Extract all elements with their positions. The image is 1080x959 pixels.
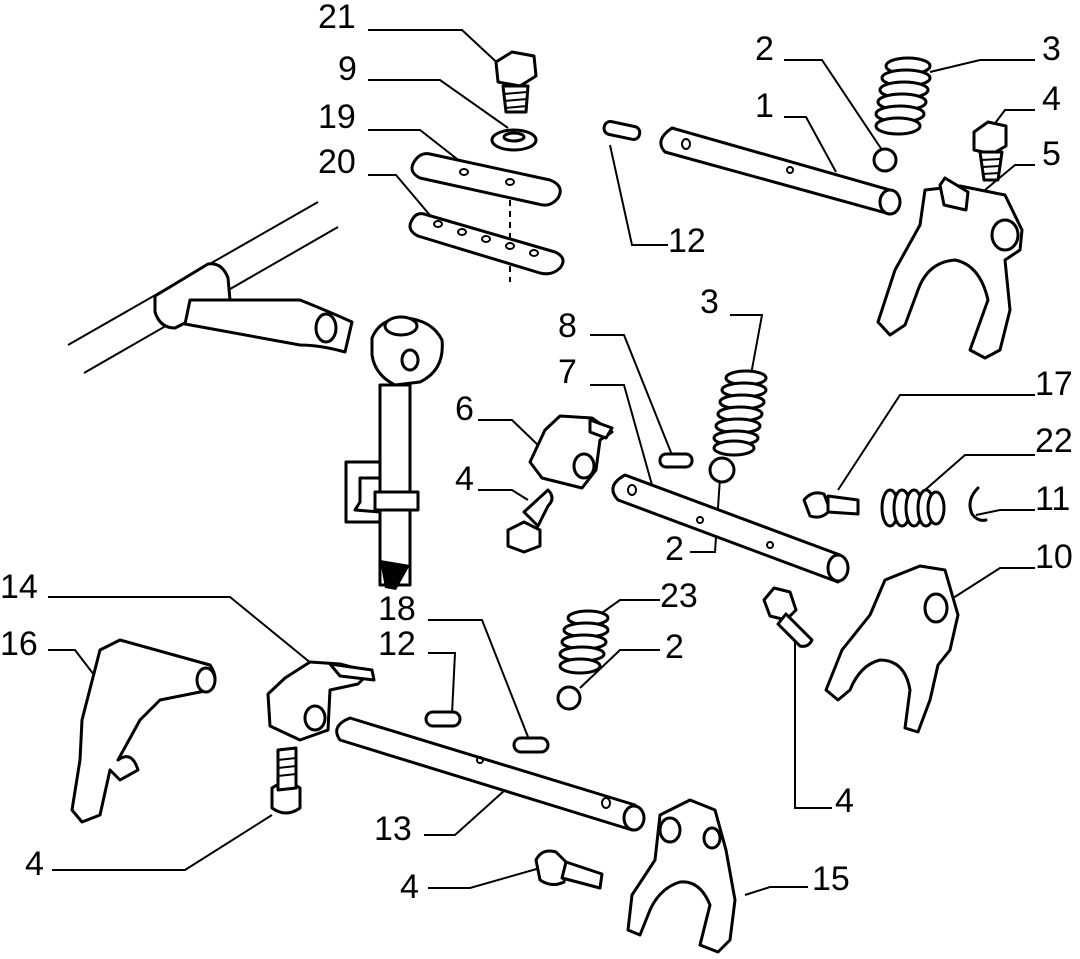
clip-11 xyxy=(968,486,988,522)
callout-labels: 21 9 19 20 2 1 3 4 5 12 8 3 7 6 4 17 22 … xyxy=(0,0,1073,906)
callout-23: 23 xyxy=(660,577,698,615)
spring-3-middle xyxy=(712,369,768,457)
callout-9: 9 xyxy=(338,50,357,88)
bolt-21 xyxy=(494,50,538,114)
callout-18: 18 xyxy=(378,590,416,628)
callout-7: 7 xyxy=(558,353,577,391)
callout-12: 12 xyxy=(668,222,706,260)
spring-3-top xyxy=(874,56,932,136)
callout-4: 4 xyxy=(400,868,419,906)
bolt-4-left xyxy=(270,746,302,815)
callout-4: 4 xyxy=(1042,80,1061,118)
callout-16: 16 xyxy=(0,625,38,663)
bolt-17 xyxy=(802,491,860,519)
spring-23 xyxy=(558,609,610,675)
callout-3: 3 xyxy=(1042,30,1061,68)
fork-15 xyxy=(626,798,737,954)
callout-13: 13 xyxy=(374,810,412,848)
callout-14: 14 xyxy=(0,568,38,606)
bolt-4-right xyxy=(762,586,814,648)
pin-18 xyxy=(512,736,550,754)
selector-rod-assembly xyxy=(67,201,444,590)
callout-2: 2 xyxy=(665,628,684,666)
shaft-7 xyxy=(611,473,850,584)
callout-4: 4 xyxy=(25,845,44,883)
callout-2: 2 xyxy=(755,30,774,68)
gasket-20 xyxy=(408,212,565,276)
callout-4: 4 xyxy=(455,460,474,498)
callout-11: 11 xyxy=(1035,480,1070,518)
callout-3: 3 xyxy=(700,283,719,321)
callout-6: 6 xyxy=(455,390,474,428)
pin-12-bottom xyxy=(424,710,462,728)
callout-2: 2 xyxy=(665,530,684,568)
washer-9 xyxy=(490,128,538,152)
bolt-4-bottom xyxy=(534,849,604,890)
spring-22 xyxy=(880,488,946,528)
shaft-13 xyxy=(335,716,646,832)
pin-12-top xyxy=(602,120,642,141)
callout-10: 10 xyxy=(1035,538,1073,576)
callout-19: 19 xyxy=(318,98,356,136)
bolt-4-top xyxy=(972,120,1008,182)
selector-6 xyxy=(528,414,614,490)
callout-20: 20 xyxy=(318,143,356,181)
callout-12: 12 xyxy=(378,625,416,663)
callout-17: 17 xyxy=(1035,365,1073,403)
fork-16 xyxy=(70,638,217,824)
callout-5: 5 xyxy=(1042,135,1061,173)
ball-2-top xyxy=(872,147,898,173)
callout-22: 22 xyxy=(1035,422,1073,460)
fork-10 xyxy=(824,564,960,734)
ball-2-bottom xyxy=(556,685,582,711)
ball-2-middle xyxy=(708,456,736,484)
bolt-4-middle xyxy=(506,488,554,554)
fork-5 xyxy=(876,176,1024,360)
callout-21: 21 xyxy=(318,0,356,36)
shaft-1 xyxy=(659,126,902,216)
plate-19 xyxy=(410,152,562,207)
callout-15: 15 xyxy=(812,860,850,898)
leader-lines xyxy=(48,29,1035,896)
selector-14 xyxy=(266,660,376,742)
callout-1: 1 xyxy=(755,87,774,125)
callout-4: 4 xyxy=(835,782,854,820)
callout-8: 8 xyxy=(558,307,577,345)
pin-8 xyxy=(658,452,694,469)
